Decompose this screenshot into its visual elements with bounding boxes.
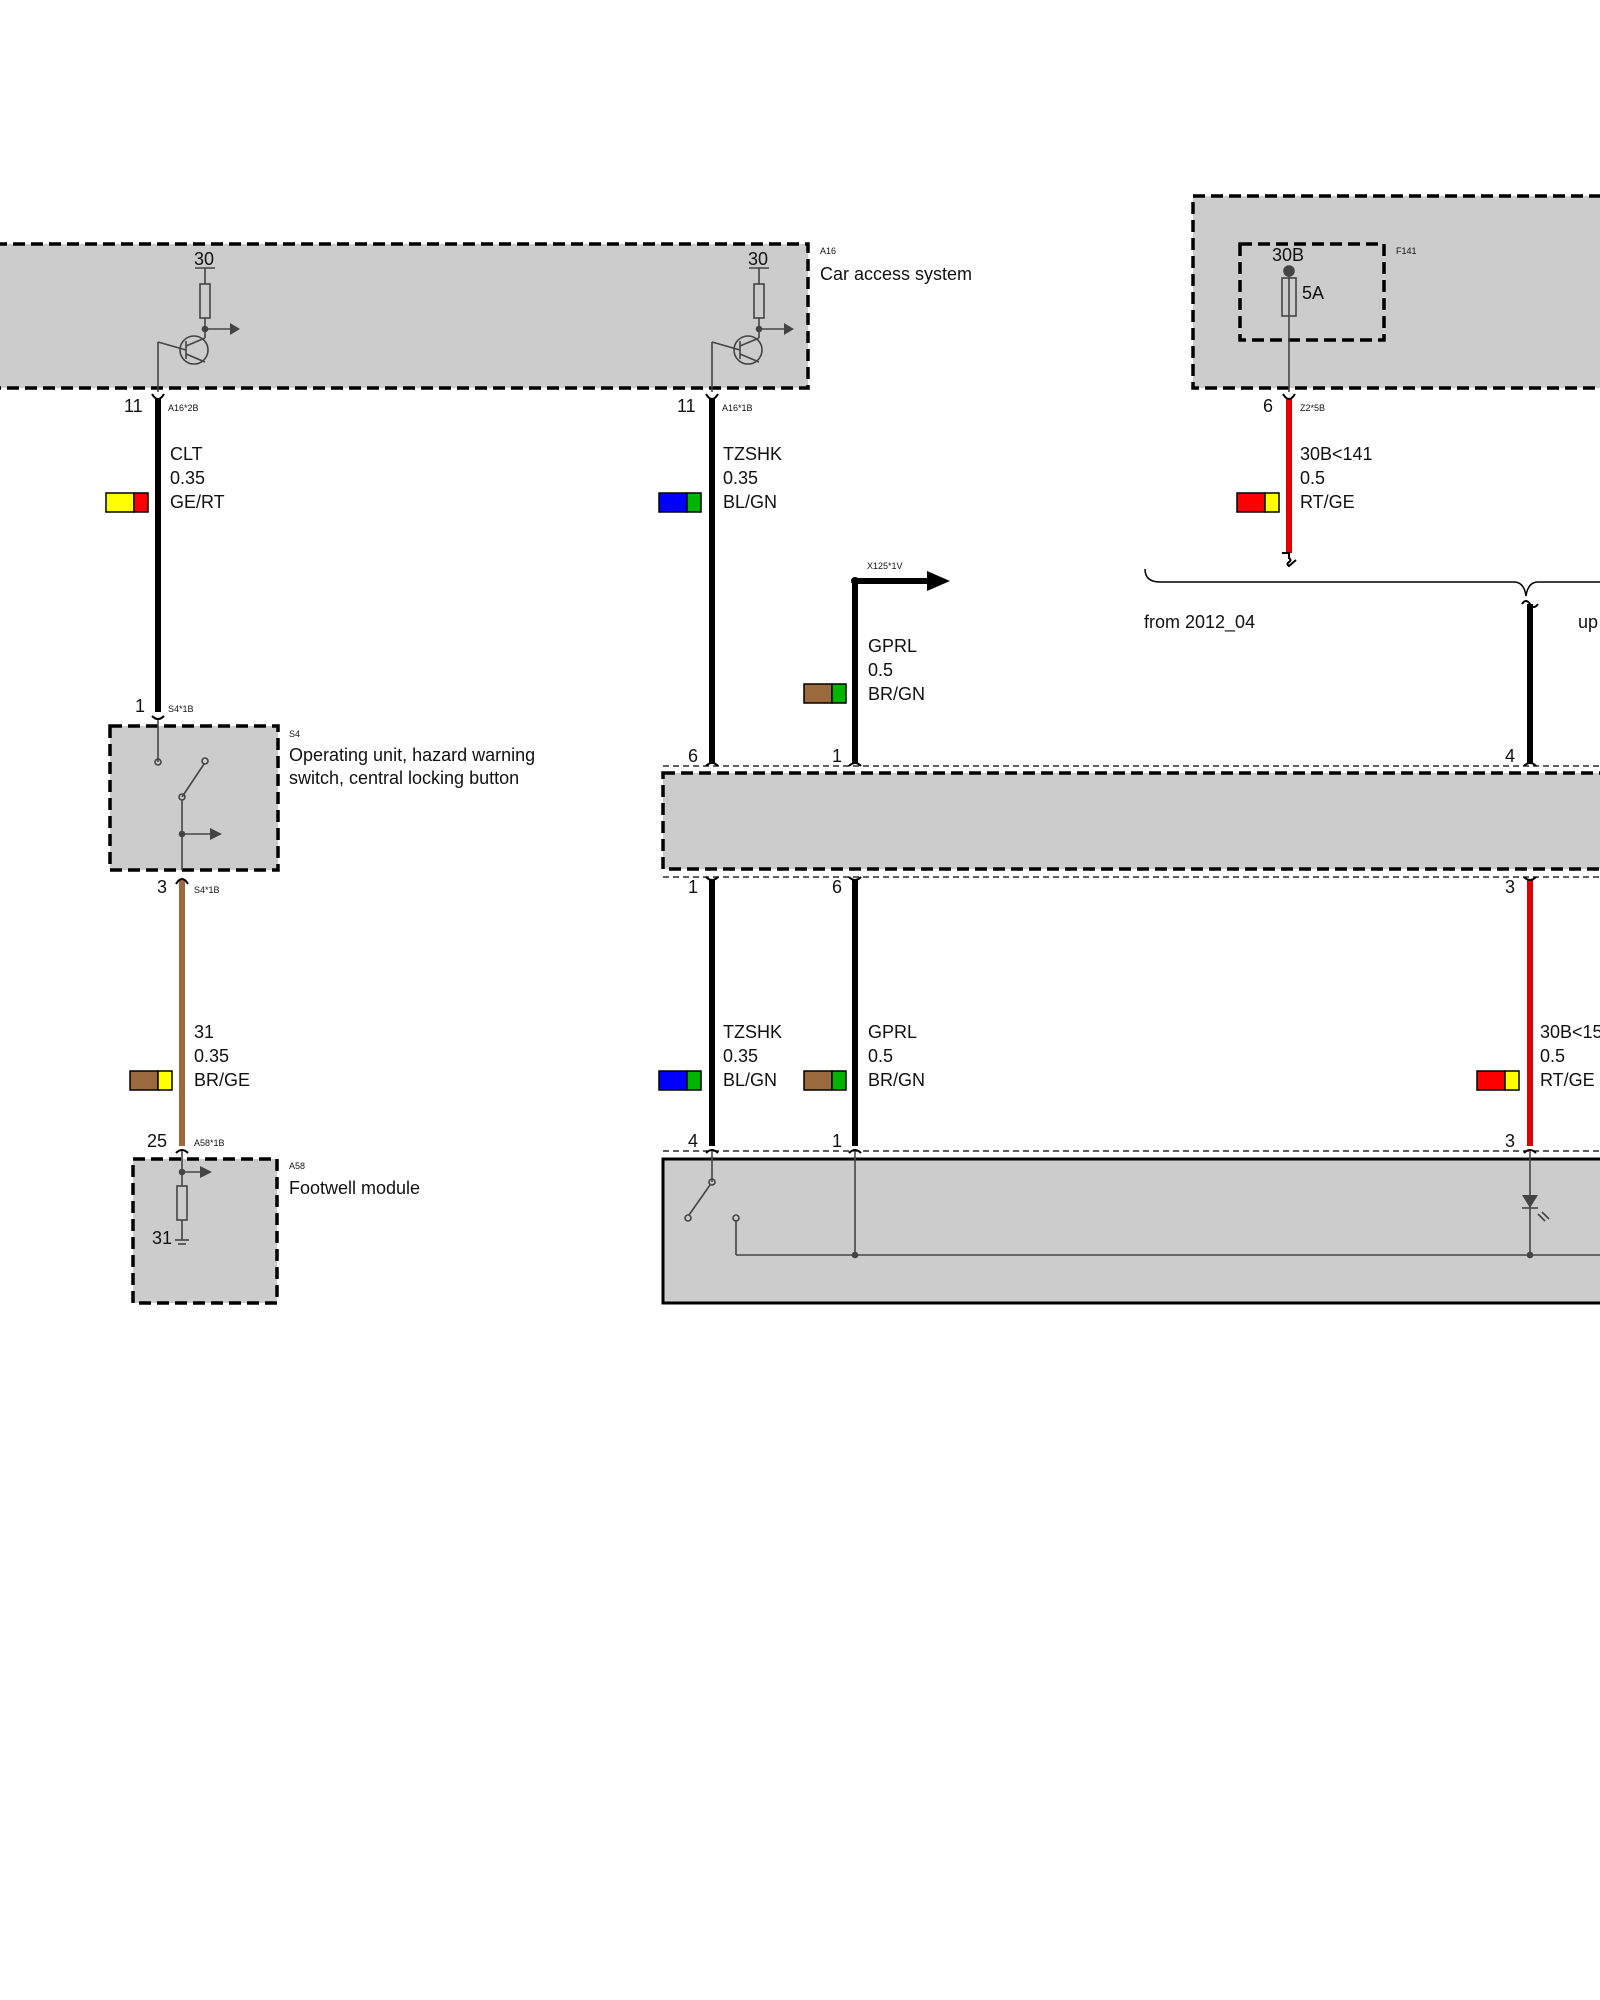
clt-gauge-label: 0.35: [170, 468, 205, 488]
fuse-carrier-module[interactable]: [1191, 194, 1600, 390]
a58-component-name: Footwell module: [289, 1178, 420, 1198]
b30-15-color-code-label: RT/GE: [1540, 1070, 1595, 1090]
f141-terminal-label: 30B: [1272, 245, 1304, 265]
variant-brace: [1144, 568, 1600, 597]
gprl-lower-gauge-label: 0.5: [868, 1046, 893, 1066]
pin-mid-top-c: 4: [1505, 746, 1515, 766]
tzshk-upper-signal-label: TZSHK: [723, 444, 782, 464]
f141-component-id: F141: [1396, 246, 1417, 256]
x125-splice-dot: [851, 577, 859, 585]
b30-15-color-swatch: [1476, 1070, 1520, 1091]
variant-from-label: from 2012_04: [1144, 612, 1255, 633]
w31-gauge-label: 0.35: [194, 1046, 229, 1066]
clt-signal-label: CLT: [170, 444, 203, 464]
clt-color-code-label: GE/RT: [170, 492, 225, 512]
pin-mid-top-a: 6: [688, 746, 698, 766]
a16-left-transistor-symbol: [157, 267, 240, 392]
connector-z2-5b: Z2*5B: [1300, 403, 1325, 413]
pin-mid-bot-c: 3: [1505, 877, 1515, 897]
pin-low-top-a: 4: [688, 1131, 698, 1151]
a16-right-terminal-label: 30: [748, 249, 768, 269]
connector-a58-1b: A58*1B: [194, 1138, 225, 1148]
s4-component-label-id: S4: [289, 729, 300, 739]
gprl-lower-signal-label: GPRL: [868, 1022, 917, 1042]
tzshk-lower-signal-label: TZSHK: [723, 1022, 782, 1042]
connector-a16-2b: A16*2B: [168, 403, 199, 413]
pin-f141-out: 6: [1263, 396, 1273, 416]
s4-switch-symbol: [154, 720, 222, 870]
footwell-module[interactable]: [131, 1157, 279, 1305]
a16-component-id: A16: [820, 246, 836, 256]
variant-upto-label: up: [1578, 612, 1598, 632]
tzshk-upper-color-code-label: BL/GN: [723, 492, 777, 512]
a58-input-symbol: [175, 1150, 212, 1245]
lower-unit-internal-circuit: [684, 1150, 1600, 1259]
pin-s4-out: 3: [157, 877, 167, 897]
clt-color-swatch: [105, 492, 149, 513]
gprl-upper-color-swatch: [803, 683, 847, 704]
b30-15-signal-label: 30B<15: [1540, 1022, 1600, 1042]
fuse-symbol: [1281, 265, 1297, 392]
connector-s4-1b-top: S4*1B: [168, 704, 194, 714]
w31-color-swatch: [129, 1070, 173, 1091]
gprl-upper-gauge-label: 0.5: [868, 660, 893, 680]
b30-141-wire-break-symbol: [1282, 552, 1297, 568]
b30-141-gauge-label: 0.5: [1300, 468, 1325, 488]
b30-141-color-code-label: RT/GE: [1300, 492, 1355, 512]
tzshk-lower-gauge-label: 0.35: [723, 1046, 758, 1066]
x125-connector-label: X125*1V: [867, 561, 903, 571]
pin-mid-bot-b: 6: [832, 877, 842, 897]
gprl-upper-arrow-head: [927, 571, 950, 591]
pin-mid-top-b: 1: [832, 746, 842, 766]
lower-control-unit[interactable]: [661, 1150, 1600, 1305]
b30-141-color-swatch: [1236, 492, 1280, 513]
gprl-upper-signal-label: GPRL: [868, 636, 917, 656]
a16-component-name: Car access system: [820, 264, 972, 284]
a58-component-id: A58: [289, 1161, 305, 1171]
pin-terminal-markers: [151, 393, 1537, 1154]
gprl-upper-color-code-label: BR/GN: [868, 684, 925, 704]
operating-unit-module[interactable]: [108, 724, 280, 872]
connector-a16-1b: A16*1B: [722, 403, 753, 413]
intermediate-connector-block[interactable]: [661, 765, 1600, 878]
tzshk-upper-gauge-label: 0.35: [723, 468, 758, 488]
w31-signal-label: 31: [194, 1022, 214, 1042]
s4-name-line1: Operating unit, hazard warning: [289, 745, 535, 765]
gprl-lower-color-code-label: BR/GN: [868, 1070, 925, 1090]
connector-s4-1b-bottom: S4*1B: [194, 885, 220, 895]
tzshk-lower-color-swatch: [658, 1070, 702, 1091]
variant-wire-break-symbol: [1521, 600, 1539, 608]
f141-fuse-rating: 5A: [1302, 283, 1324, 303]
pin-a16-left: 11: [124, 396, 143, 416]
a16-left-terminal-label: 30: [194, 249, 214, 269]
car-access-system-module[interactable]: [0, 242, 810, 390]
b30-141-signal-label: 30B<141: [1300, 444, 1373, 464]
pin-low-top-c: 3: [1505, 1131, 1515, 1151]
pin-a16-right: 11: [677, 396, 696, 416]
w31-color-code-label: BR/GE: [194, 1070, 250, 1090]
tzshk-lower-color-code-label: BL/GN: [723, 1070, 777, 1090]
pin-mid-bot-a: 1: [688, 877, 698, 897]
pin-s4-in: 1: [135, 696, 145, 716]
pin-low-top-b: 1: [832, 1131, 842, 1151]
gprl-lower-color-swatch: [803, 1070, 847, 1091]
pin-a58-in: 25: [147, 1131, 167, 1151]
b30-15-gauge-label: 0.5: [1540, 1046, 1565, 1066]
s4-name-line2: switch, central locking button: [289, 768, 519, 788]
a58-ground-label: 31: [152, 1228, 172, 1248]
tzshk-upper-color-swatch: [658, 492, 702, 513]
a16-right-transistor-symbol: [711, 267, 794, 392]
